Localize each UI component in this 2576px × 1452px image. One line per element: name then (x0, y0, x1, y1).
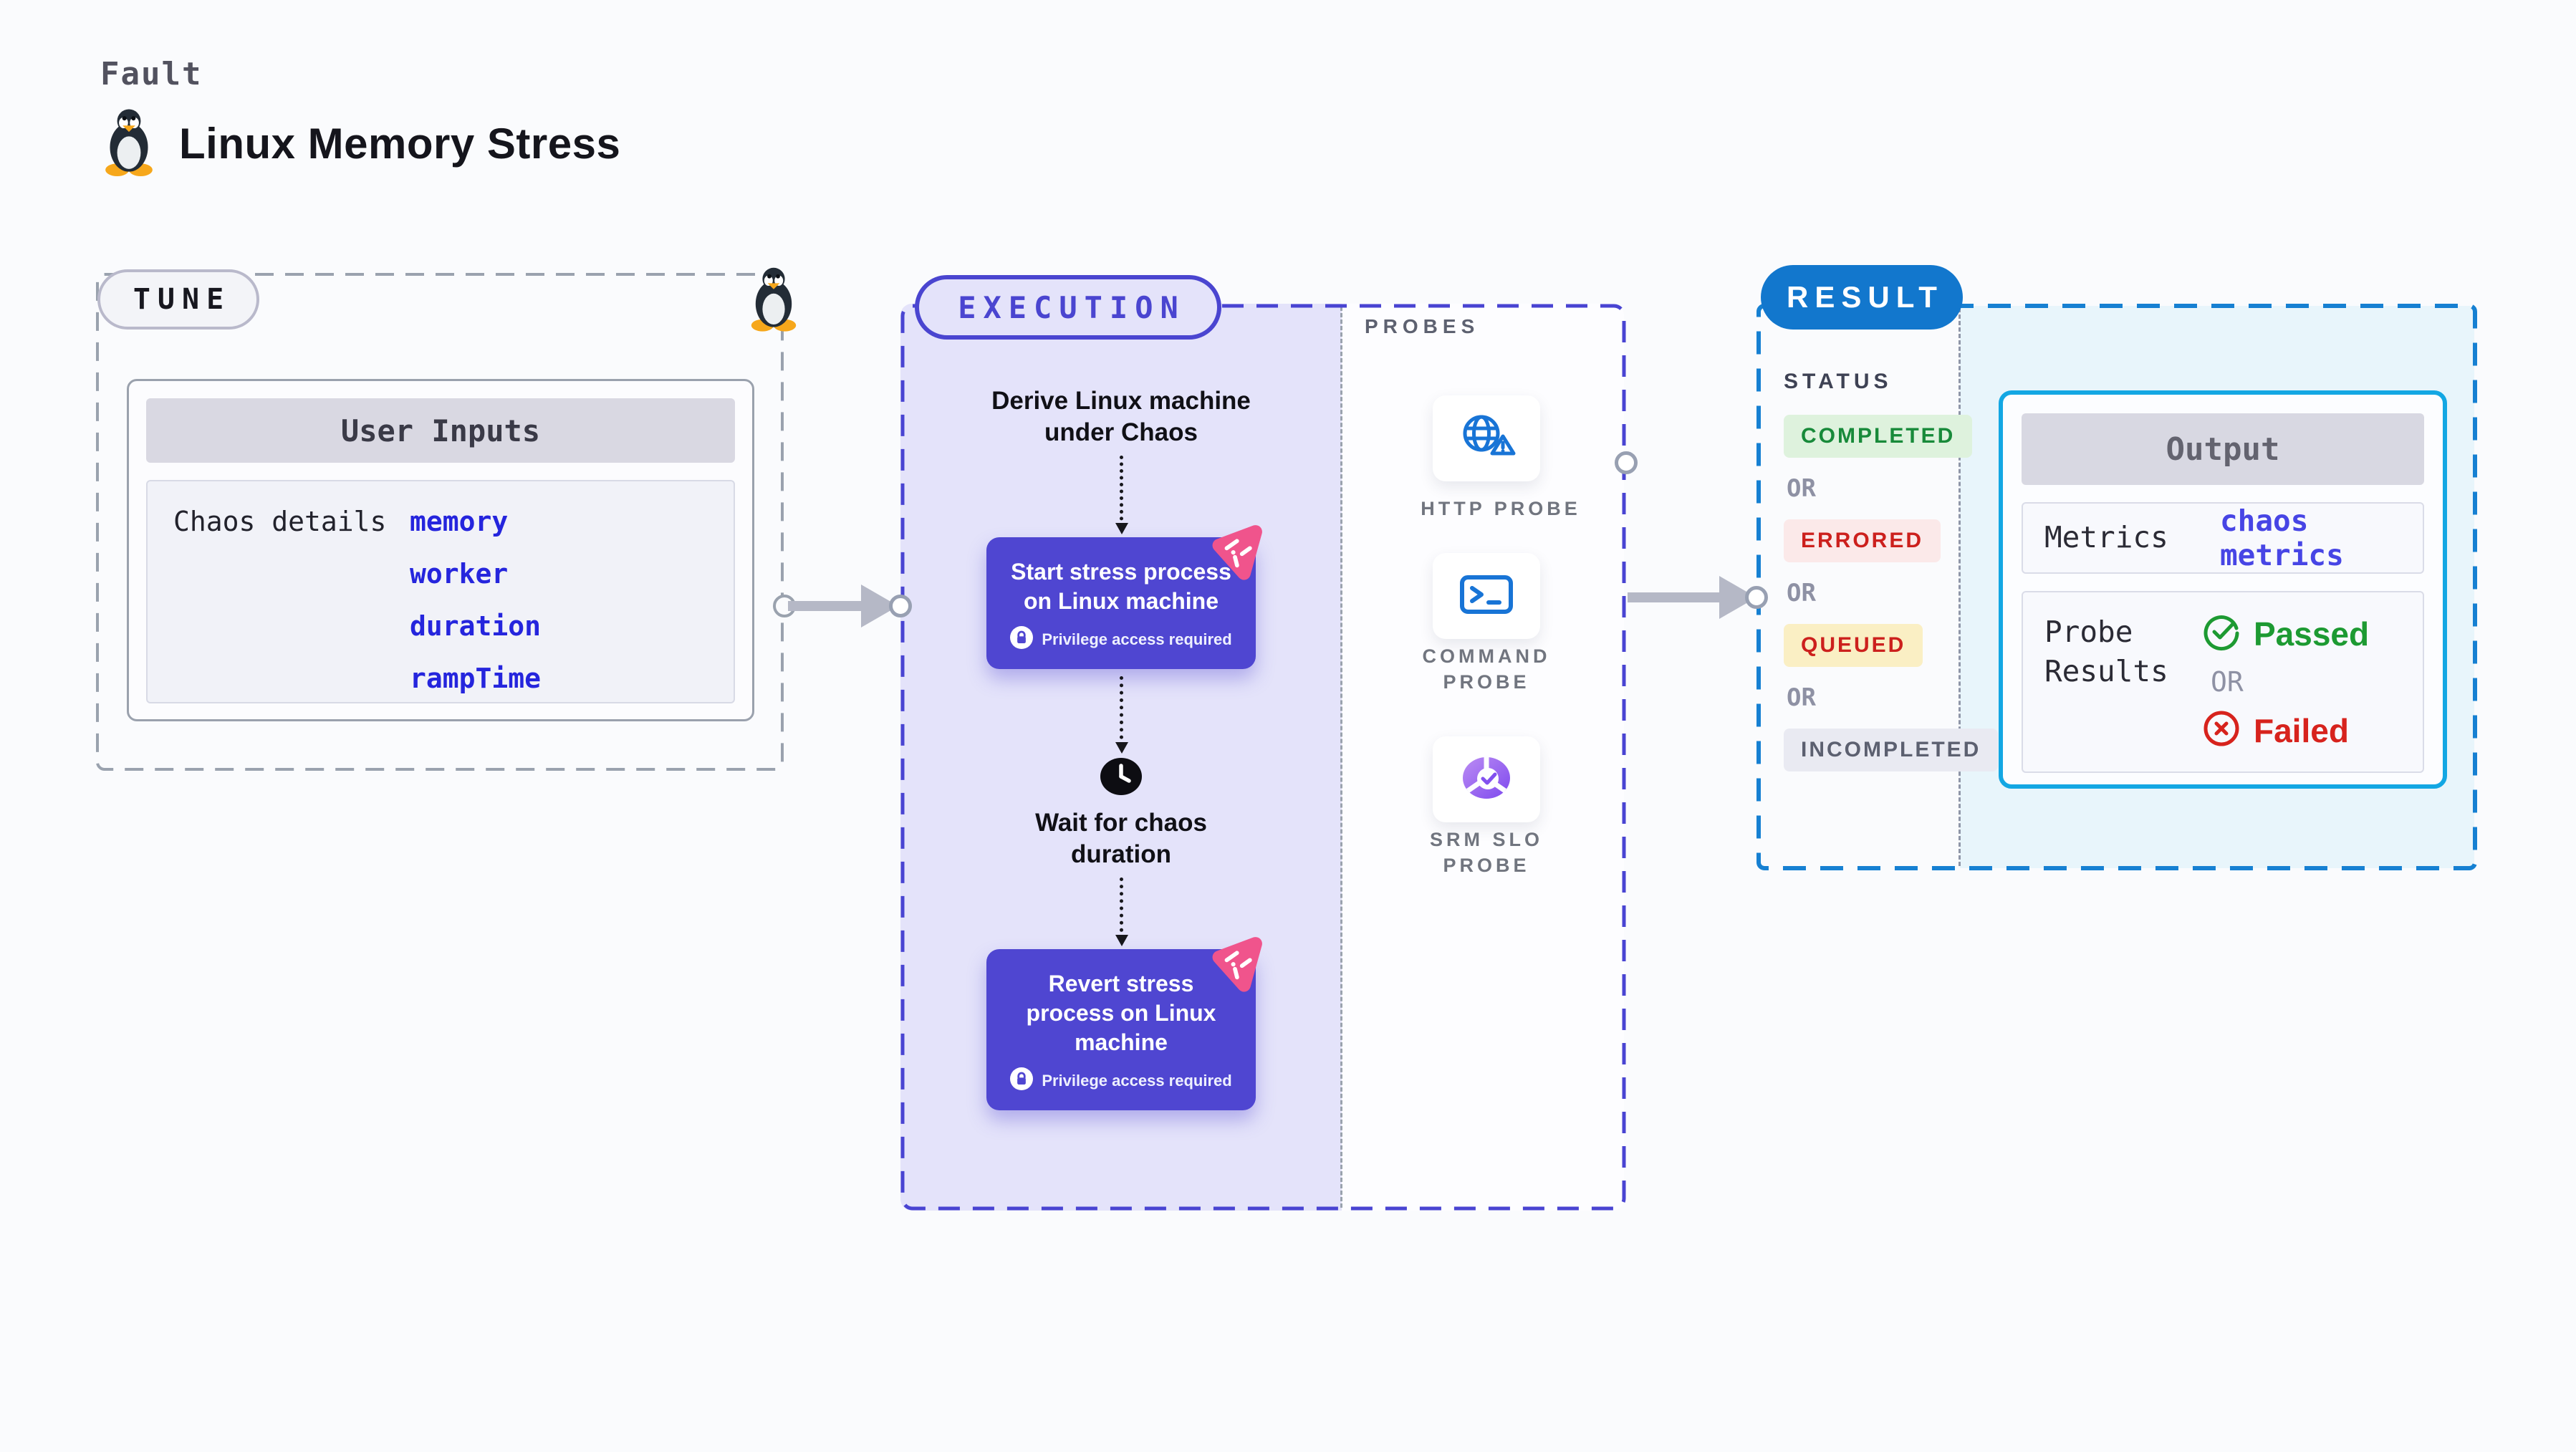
user-inputs-card: User Inputs Chaos details memory worker … (127, 379, 754, 721)
revert-stress-title: Revert stress process on Linux machine (1026, 971, 1216, 1056)
chaos-icon (1203, 932, 1272, 1001)
output-card: Output Metrics chaos metrics Probe Resul… (1999, 390, 2447, 789)
derive-step-text: Derive Linux machine under Chaos (991, 387, 1251, 447)
chaos-icon (1203, 520, 1272, 590)
chaos-details-values: memory worker duration rampTime (410, 506, 542, 694)
tune-box-border (96, 273, 784, 771)
result-input-connector (1745, 586, 1768, 609)
status-column: STATUS COMPLETED OR ERRORED OR QUEUED OR… (1756, 304, 1999, 771)
verdict-or-separator: OR (2211, 666, 2244, 698)
start-stress-box: Start stress process on Linux machine Pr… (986, 525, 1262, 670)
page-title-row: Linux Memory Stress (102, 107, 620, 180)
fault-kicker: Fault (100, 56, 203, 92)
status-badge-queued: QUEUED (1784, 624, 1923, 667)
linux-tux-icon (748, 265, 799, 336)
probes-output-connector (1615, 451, 1638, 474)
output-title: Output (2022, 413, 2424, 485)
x-circle-icon (2202, 709, 2241, 751)
clock-icon (1099, 756, 1143, 800)
tune-section-pill: TUNE (97, 269, 259, 330)
status-title: STATUS (1784, 370, 1893, 393)
execution-to-result-arrow (1628, 576, 1756, 619)
status-badge-incompleted: INCOMPLETED (1784, 729, 1999, 771)
probe-results-verdicts: Passed OR Failed (2202, 612, 2369, 751)
execution-box-border (900, 304, 1626, 1211)
page-title: Linux Memory Stress (179, 120, 621, 168)
chaos-details-label: Chaos details (173, 506, 387, 537)
flow-arrow-down (1115, 676, 1128, 754)
privilege-badge: Privilege access required (1010, 626, 1232, 653)
lock-icon (1010, 1067, 1034, 1095)
wait-step-text: Wait for chaos duration (1035, 809, 1207, 869)
status-or-separator: OR (1787, 474, 1816, 503)
linux-tux-icon (102, 107, 156, 180)
probes-section-label: PROBES (1365, 315, 1480, 337)
terminal-icon (1457, 571, 1516, 622)
srm-slo-probe-card (1433, 736, 1540, 822)
execution-probes-divider (1340, 307, 1342, 1208)
revert-stress-box: Revert stress process on Linux machine P… (986, 937, 1262, 1111)
http-probe-label: HTTP PROBE (1421, 498, 1581, 519)
value-duration: duration (410, 610, 542, 642)
command-probe-card (1433, 553, 1540, 639)
command-probe-label: COMMAND PROBE (1422, 645, 1551, 693)
result-box-border (1756, 304, 2477, 870)
failed-label: Failed (2254, 711, 2349, 749)
value-ramptime: rampTime (410, 663, 542, 694)
privilege-label: Privilege access required (1042, 1072, 1232, 1090)
execution-flow: Derive Linux machine under Chaos Start s… (900, 385, 1342, 1111)
metrics-value-link: chaos metrics (2220, 504, 2344, 572)
probe-results-label: Probe Results (2044, 615, 2168, 689)
passed-verdict: Passed (2202, 612, 2369, 655)
status-badge-completed: COMPLETED (1784, 415, 1973, 458)
status-or-separator: OR (1787, 579, 1816, 607)
srm-slo-probe-label: SRM SLO PROBE (1429, 829, 1543, 877)
result-section-pill: RESULT (1761, 265, 1963, 330)
flow-arrow-down (1115, 878, 1128, 947)
privilege-label: Privilege access required (1042, 630, 1232, 649)
http-probe-card (1433, 395, 1540, 481)
globe-warning-icon (1456, 410, 1517, 467)
metrics-label: Metrics (2044, 520, 2168, 555)
slo-pie-icon (1458, 752, 1514, 807)
lock-icon (1010, 626, 1034, 653)
value-worker: worker (410, 558, 509, 590)
failed-verdict: Failed (2202, 709, 2369, 751)
tune-to-execution-arrow (773, 585, 898, 628)
user-inputs-title: User Inputs (146, 398, 735, 463)
start-stress-title: Start stress process on Linux machine (1011, 559, 1231, 615)
value-memory: memory (410, 506, 509, 537)
user-inputs-table: Chaos details memory worker duration ram… (146, 480, 735, 703)
status-output-divider (1959, 308, 1961, 866)
passed-label: Passed (2254, 615, 2370, 653)
privilege-badge: Privilege access required (1010, 1067, 1232, 1095)
check-circle-icon (2202, 612, 2241, 655)
status-badge-errored: ERRORED (1784, 519, 1941, 562)
probe-results-row: Probe Results Passed OR (2022, 591, 2424, 773)
execution-section-pill: EXECUTION (915, 275, 1221, 340)
status-or-separator: OR (1787, 683, 1816, 712)
execution-input-connector (889, 595, 912, 617)
metrics-row: Metrics chaos metrics (2022, 502, 2424, 574)
flow-arrow-down (1115, 456, 1128, 535)
